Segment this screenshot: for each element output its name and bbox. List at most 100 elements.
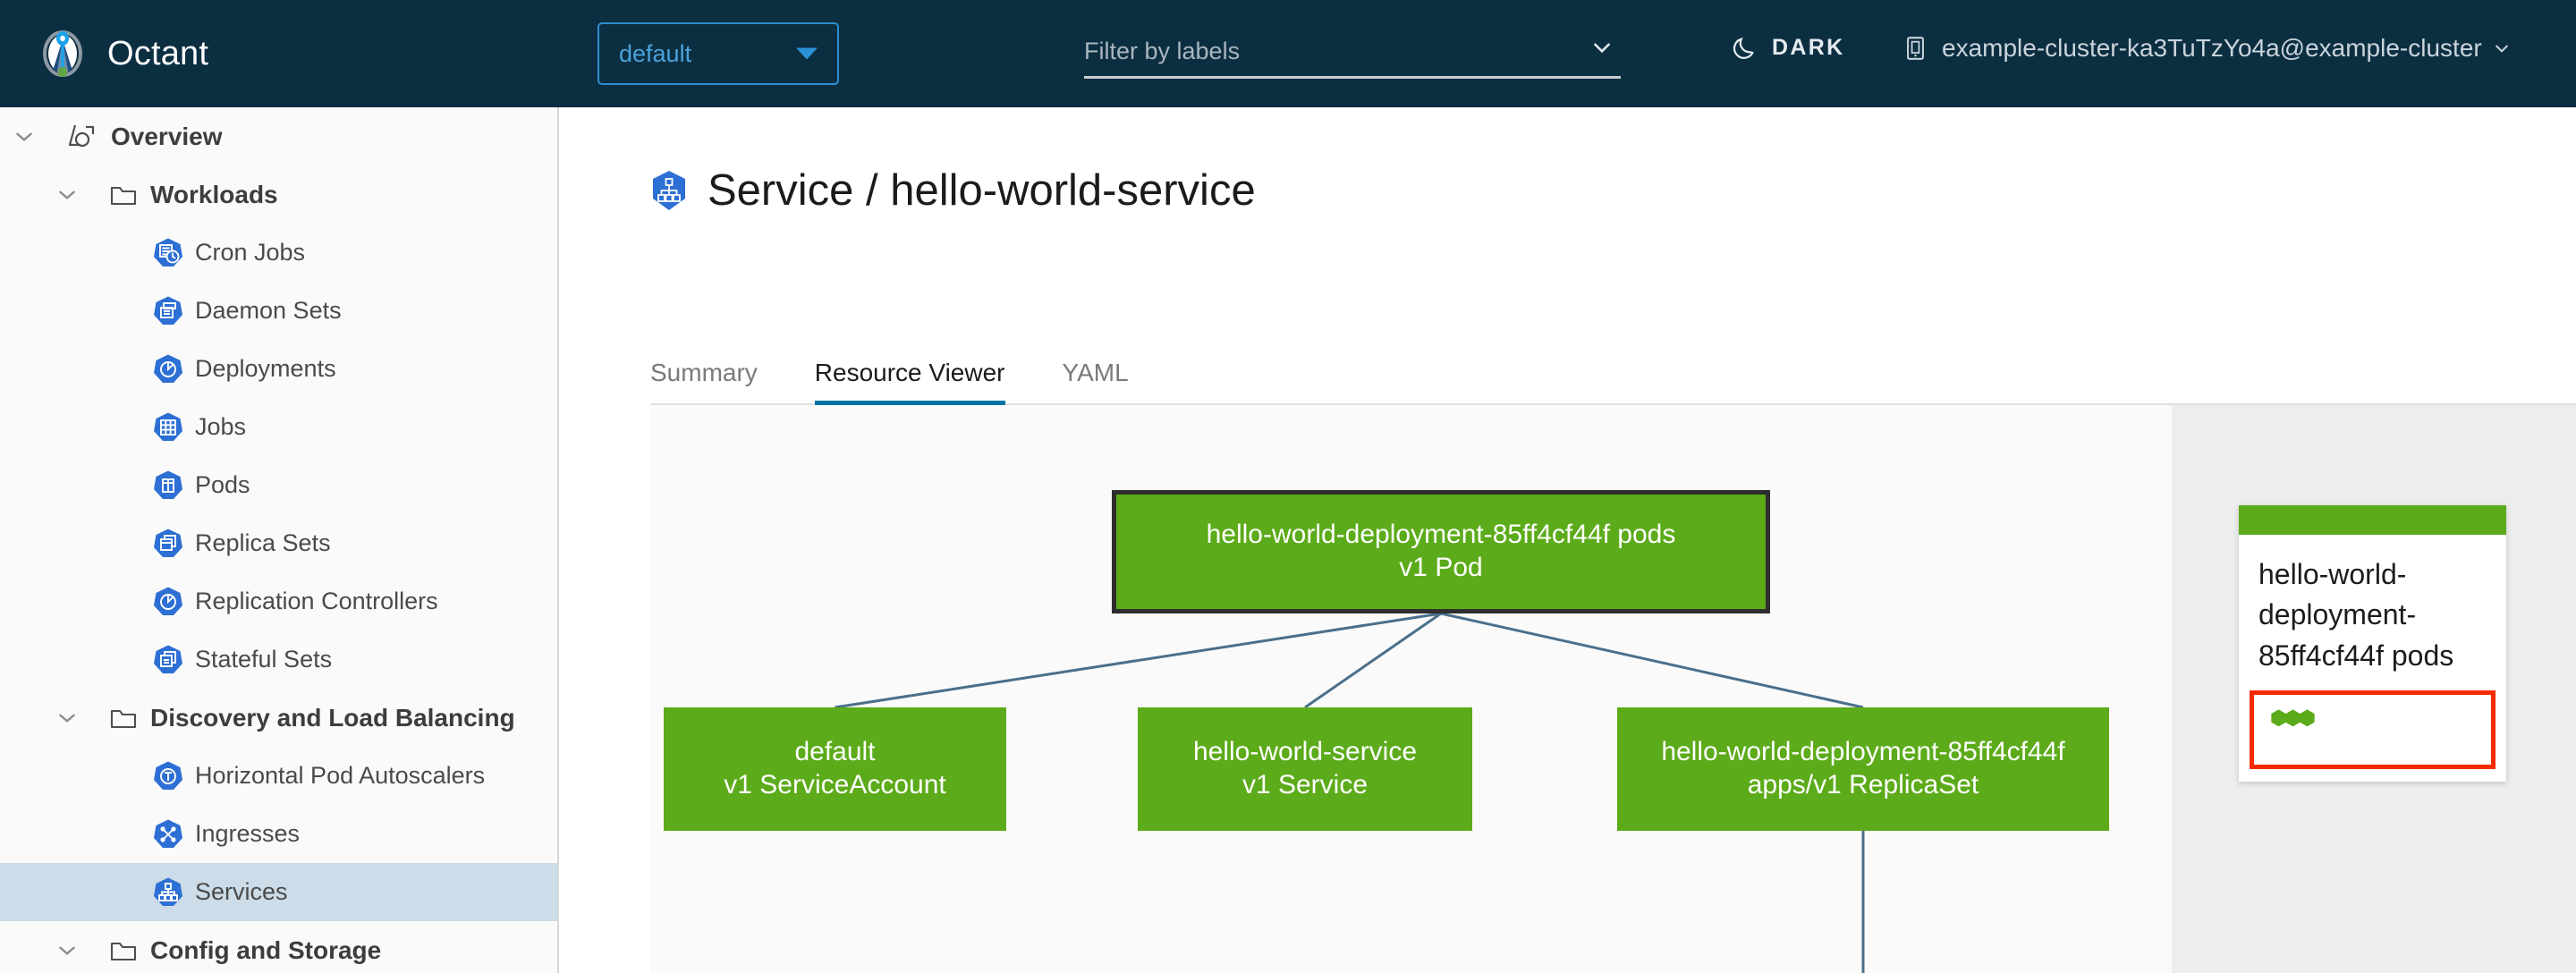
chevron-down-icon[interactable]: [55, 706, 79, 730]
octant-logo-icon: [43, 30, 82, 77]
page-title-text: Service / hello-world-service: [708, 166, 1256, 215]
sidebar-item-label: Ingresses: [195, 820, 301, 847]
sidebar-item-label: Pods: [195, 471, 250, 498]
sidebar-item-label: Cron Jobs: [195, 239, 306, 266]
job-icon: [154, 412, 182, 441]
tab-yaml[interactable]: YAML: [1062, 359, 1129, 386]
sidebar-item-pods[interactable]: Pods: [0, 456, 557, 514]
moon-icon: [1733, 37, 1754, 59]
daemonset-icon: [154, 296, 182, 325]
sidebar-item-jobs[interactable]: Jobs: [0, 398, 557, 456]
graph-node-kind: v1 Pod: [1399, 553, 1483, 582]
graph-node-name: hello-world-deployment-85ff4cf44f pods: [1206, 520, 1676, 550]
card-status-bar: [2239, 505, 2506, 535]
graph-edge-pod-to-serviceaccount: [835, 612, 1442, 709]
resource-detail-panel: hello-world-deployment-85ff4cf44f pods: [2172, 405, 2576, 973]
pod-status-dot[interactable]: [2271, 709, 2286, 727]
sidebar-item-horizontal-pod-autoscalers[interactable]: Horizontal Pod Autoscalers: [0, 747, 557, 805]
chevron-down-icon[interactable]: [55, 183, 79, 207]
sidebar-item-replication-controllers[interactable]: Replication Controllers: [0, 572, 557, 630]
sidebar-item-replica-sets[interactable]: Replica Sets: [0, 514, 557, 572]
sidebar-item-overview[interactable]: Overview: [0, 107, 557, 165]
cluster-context-label: example-cluster-ka3TuTzYo4a@example-clus…: [1942, 34, 2482, 62]
label-filter-placeholder: Filter by labels: [1084, 38, 1241, 64]
tab-summary[interactable]: Summary: [650, 359, 758, 386]
brand[interactable]: Octant: [38, 29, 208, 79]
sidebar-item-config-and-storage[interactable]: Config and Storage: [0, 921, 557, 973]
pod-icon: [154, 470, 182, 499]
sidebar-item-daemon-sets[interactable]: Daemon Sets: [0, 282, 557, 340]
namespace-select[interactable]: default: [597, 22, 839, 85]
sidebar-item-label: Stateful Sets: [195, 646, 333, 673]
deployment-icon: [154, 354, 182, 383]
cluster-context-selector[interactable]: example-cluster-ka3TuTzYo4a@example-clus…: [1903, 34, 2511, 63]
folder-icon: [110, 709, 137, 728]
label-filter-input[interactable]: Filter by labels: [1084, 27, 1621, 79]
sidebar-item-label: Deployments: [195, 355, 336, 382]
graph-node-kind: v1 Service: [1241, 770, 1368, 800]
chevron-down-icon[interactable]: [1590, 36, 1614, 59]
sidebar-item-stateful-sets[interactable]: Stateful Sets: [0, 630, 557, 689]
ingress-icon: [154, 819, 182, 848]
resource-detail-card[interactable]: hello-world-deployment-85ff4cf44f pods: [2239, 505, 2506, 783]
sidebar-item-services[interactable]: Services: [0, 863, 557, 921]
page-title: Service / hello-world-service: [650, 165, 1256, 216]
chevron-down-icon[interactable]: [55, 939, 79, 962]
sidebar-item-workloads[interactable]: Workloads: [0, 165, 557, 224]
folder-icon: [110, 186, 137, 205]
resource-viewer-graph[interactable]: hello-world-deployment-85ff4cf44f pods v1…: [650, 405, 2576, 973]
graph-node-kind: apps/v1 ReplicaSet: [1747, 770, 1979, 800]
graph-node-name: hello-world-deployment-85ff4cf44f: [1661, 737, 2065, 767]
brand-title: Octant: [107, 34, 209, 72]
sidebar-item-label: Overview: [111, 122, 223, 150]
replicaset-icon: [154, 529, 182, 557]
theme-toggle-label: DARK: [1772, 34, 1845, 60]
sidebar-item-cron-jobs[interactable]: Cron Jobs: [0, 224, 557, 282]
sidebar-item-label: Discovery and Load Balancing: [150, 703, 515, 732]
sidebar-item-label: Replication Controllers: [195, 588, 438, 614]
statefulset-icon: [154, 645, 182, 673]
tab-resource-viewer[interactable]: Resource Viewer: [814, 359, 1005, 406]
pod-status-dot[interactable]: [2300, 709, 2315, 727]
overview-icon: [68, 124, 95, 147]
chevron-down-icon: [2495, 45, 2508, 53]
service-icon: [653, 171, 685, 210]
graph-node-name: default: [794, 737, 876, 767]
chevron-down-icon[interactable]: [13, 125, 36, 148]
caret-down-icon: [796, 47, 818, 60]
replicationcontroller-icon: [154, 587, 182, 615]
sidebar-item-deployments[interactable]: Deployments: [0, 340, 557, 398]
cronjob-icon: [154, 238, 182, 267]
service-icon: [154, 877, 182, 906]
graph-node-kind: v1 ServiceAccount: [724, 770, 946, 800]
sidebar-item-label: Config and Storage: [150, 935, 382, 964]
theme-toggle[interactable]: DARK: [1731, 34, 1844, 61]
card-resource-name: hello-world-deployment-85ff4cf44f pods: [2258, 558, 2454, 672]
sidebar-item-label: Daemon Sets: [195, 297, 342, 324]
sidebar-item-ingresses[interactable]: Ingresses: [0, 805, 557, 863]
cluster-icon: [1907, 37, 1924, 60]
sidebar-item-label: Replica Sets: [195, 529, 331, 556]
graph-edges: [835, 612, 1865, 973]
card-pod-status-group[interactable]: [2250, 690, 2496, 770]
sidebar-item-label: Workloads: [150, 180, 278, 208]
sidebar-item-label: Jobs: [195, 413, 247, 440]
app-header: Octant default Filter by labels DARK exa…: [0, 0, 2576, 107]
graph-node-pod[interactable]: hello-world-deployment-85ff4cf44f pods v1…: [1112, 490, 1770, 613]
graph-edge-pod-to-replicaset: [1440, 612, 1864, 709]
folder-icon: [110, 942, 137, 960]
sidebar-item-label: Horizontal Pod Autoscalers: [195, 762, 486, 789]
pod-status-dot[interactable]: [2285, 709, 2301, 727]
sidebar-item-label: Services: [195, 878, 288, 905]
graph-edge-pod-to-service: [1304, 612, 1442, 709]
graph-node-name: hello-world-service: [1192, 737, 1418, 767]
sidebar-item-discovery-and-load-balancing[interactable]: Discovery and Load Balancing: [0, 689, 557, 747]
main-content: Service / hello-world-service Summary Res…: [561, 107, 2576, 973]
hpa-icon: [154, 761, 182, 790]
tab-bar: Summary Resource Viewer YAML: [650, 349, 2576, 406]
namespace-value: default: [619, 39, 692, 67]
